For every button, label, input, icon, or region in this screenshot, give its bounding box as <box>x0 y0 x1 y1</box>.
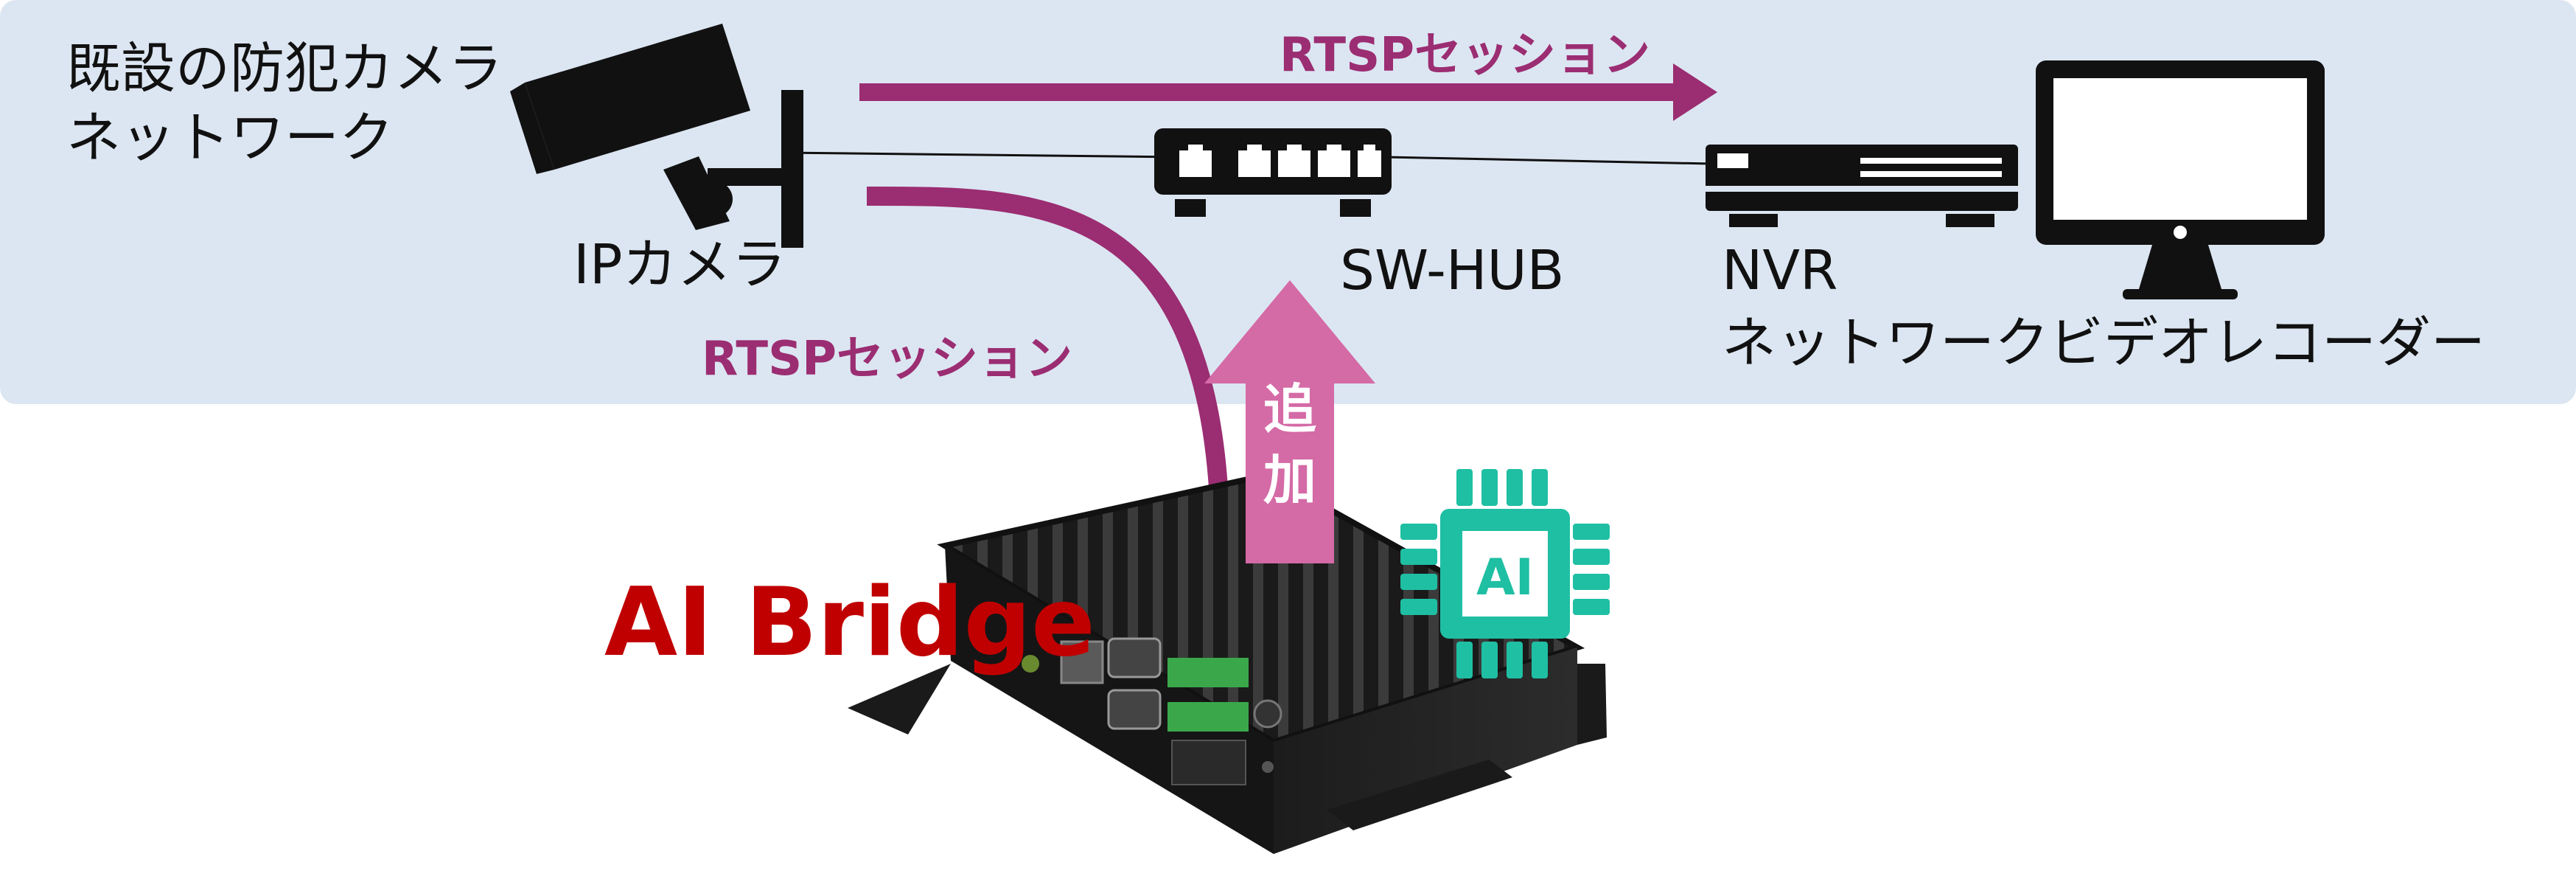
nvr-label-line2: ネットワークビデオレコーダー <box>1722 311 2485 375</box>
ip-camera-icon <box>510 24 803 248</box>
ai-chip-label: AI <box>1476 549 1534 607</box>
nvr-label-line1: NVR <box>1722 239 1837 302</box>
cable-hub-nvr <box>1385 156 1711 165</box>
ai-bridge-device-image <box>848 471 1607 854</box>
rtsp-session-arrow-curve <box>866 186 1229 517</box>
ai-bridge-title: AI Bridge <box>604 568 1095 678</box>
rtsp-session-label-top: RTSPセッション <box>1280 28 1650 83</box>
ai-chip-icon <box>1400 469 1610 678</box>
cable-camera-hub <box>781 151 1180 159</box>
nvr-icon <box>1706 145 2018 227</box>
network-title-line2: ネットワーク <box>66 106 394 170</box>
add-arrow-char1: 追 <box>1263 378 1316 440</box>
monitor-icon <box>2036 60 2325 299</box>
ip-camera-label: IPカメラ <box>573 233 786 296</box>
sw-hub-icon <box>1154 128 1392 217</box>
sw-hub-label: SW-HUB <box>1340 239 1564 302</box>
add-arrow-char2: 加 <box>1263 449 1316 511</box>
rtsp-session-label-bottom: RTSPセッション <box>702 332 1072 386</box>
add-arrow <box>1204 280 1375 563</box>
rtsp-session-arrow-top <box>859 63 1717 121</box>
network-title-line1: 既設の防犯カメラ <box>66 37 503 100</box>
